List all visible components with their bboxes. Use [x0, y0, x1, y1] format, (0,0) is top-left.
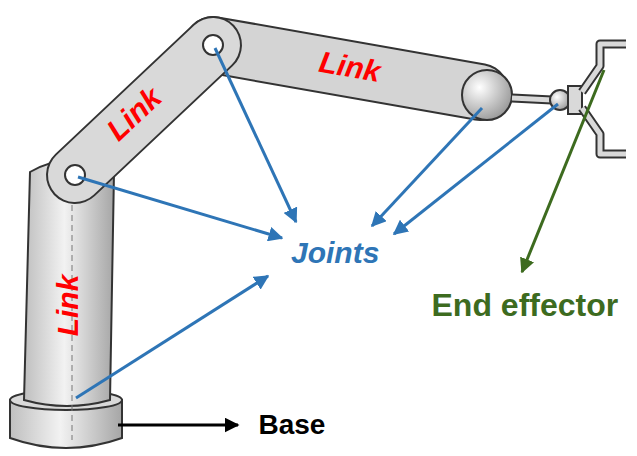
- wrist-rod: [512, 98, 552, 100]
- wrist-rod-outline: [512, 98, 552, 100]
- gripper-jaw: [582, 44, 626, 92]
- wrist-ball: [462, 70, 512, 120]
- upper-arm-outline: [75, 45, 213, 175]
- gripper-jaw: [582, 108, 626, 154]
- elbow-joint: [203, 35, 223, 55]
- leader-arrow: [522, 70, 604, 272]
- upper-arm-shape: [75, 45, 213, 175]
- leader-arrow: [118, 424, 238, 427]
- end-effector-label: End effector: [432, 288, 619, 323]
- forearm-shape: [213, 45, 480, 92]
- base-label: Base: [259, 410, 326, 441]
- leader-arrow: [394, 104, 558, 234]
- leader-arrow: [78, 177, 282, 238]
- leader-arrow: [215, 48, 296, 222]
- shoulder-joint: [65, 165, 85, 185]
- joints-label: Joints: [291, 236, 379, 269]
- link-label: Link: [51, 274, 84, 336]
- leader-arrow: [76, 276, 268, 398]
- forearm-outline: [213, 45, 480, 92]
- gripper-jaw-outline: [582, 44, 626, 92]
- gripper-jaw-outline: [582, 108, 626, 154]
